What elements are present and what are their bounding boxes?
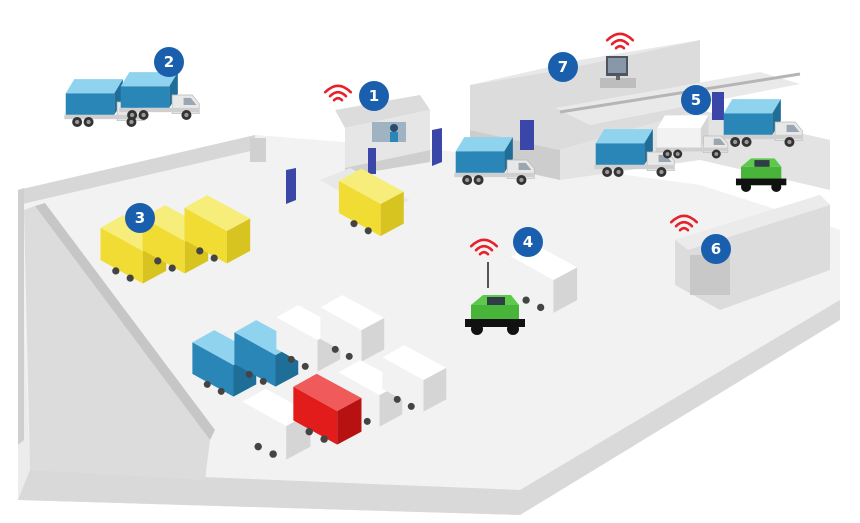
dock-computer [600,56,636,88]
tractor-with-trailer [465,243,578,335]
marker-3-label: 3 [135,209,145,227]
marker-6-label: 6 [711,240,721,258]
marker-6[interactable]: 6 [701,234,731,264]
wifi-icon [605,32,635,50]
marker-4-label: 4 [523,233,533,251]
marker-3[interactable]: 3 [125,203,155,233]
marker-1-label: 1 [369,87,379,105]
marker-7[interactable]: 7 [548,52,578,82]
yellow-truck [320,168,410,237]
marker-7-label: 7 [558,58,568,76]
rfid-gate-panels [286,128,442,204]
marker-2-label: 2 [164,53,174,71]
marker-badges: 1 2 3 4 5 6 7 [125,47,731,264]
gate-booth [335,95,430,176]
marker-4[interactable]: 4 [513,227,543,257]
marker-2[interactable]: 2 [154,47,184,77]
perimeter-walls [18,135,266,480]
trucks-outside [63,71,200,128]
marker-5-label: 5 [691,91,701,109]
marker-1[interactable]: 1 [359,81,389,111]
marker-5[interactable]: 5 [681,85,711,115]
wifi-icon [323,84,353,102]
